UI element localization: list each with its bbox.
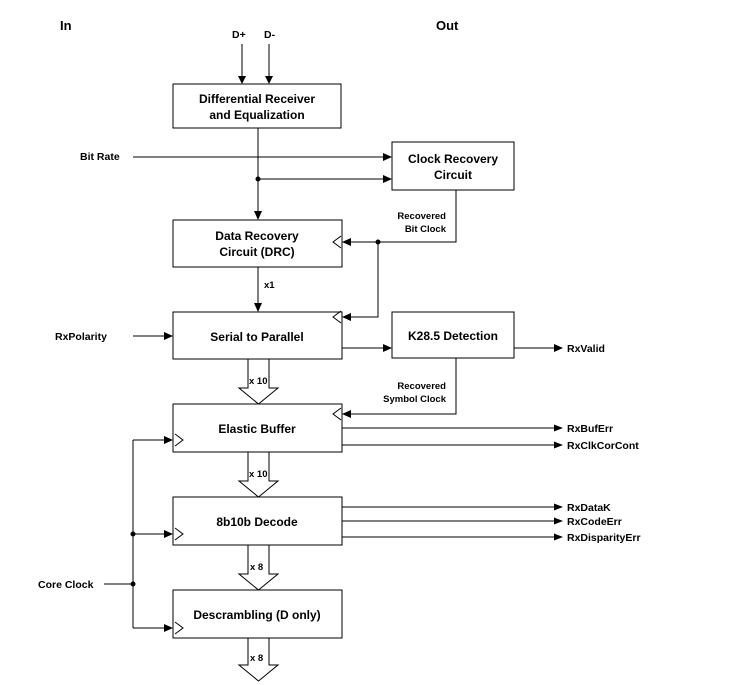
serial-to-parallel-block: Serial to Parallel xyxy=(172,310,343,360)
width-x8-label-1: x 8 xyxy=(250,562,263,573)
recovered-bit-clock-label-2: Bit Clock xyxy=(405,224,447,235)
header-out: Out xyxy=(436,18,459,33)
k285-detection-block: K28.5 Detection xyxy=(391,311,515,359)
input-d-minus: D- xyxy=(264,29,276,41)
differential-receiver-block: Differential Receiver and Equalization xyxy=(172,83,342,129)
input-bit-rate: Bit Rate xyxy=(80,151,120,163)
serial-to-k285-arrow xyxy=(342,344,392,352)
header-in: In xyxy=(60,18,72,33)
recovered-symbol-clock-label-1: Recovered xyxy=(397,381,446,392)
recovered-bit-clock-label-1: Recovered xyxy=(397,211,446,222)
width-x10-label-1: x 10 xyxy=(249,376,268,387)
tap-to-clock-recovery-arrow xyxy=(258,175,392,183)
rx-buf-err-arrow xyxy=(342,424,563,432)
core-clock-to-elastic-arrow xyxy=(133,436,173,444)
core-clock-junction-dot-2 xyxy=(130,581,136,587)
bit-clock-to-serial-arrow xyxy=(342,242,379,321)
recovered-symbol-clock-label-2: Symbol Clock xyxy=(383,394,447,405)
d-plus-arrow xyxy=(238,44,246,84)
receiver-to-drc-line xyxy=(254,128,262,220)
rx-clk-cor-cont-arrow xyxy=(342,441,563,449)
core-clock-line xyxy=(104,440,134,628)
width-x8-label-2: x 8 xyxy=(250,653,263,664)
input-core-clock: Core Clock xyxy=(38,579,94,591)
input-rx-polarity: RxPolarity xyxy=(55,331,107,343)
output-rx-data-k: RxDataK xyxy=(567,502,611,514)
clock-recovery-block: Clock Recovery Circuit xyxy=(391,141,515,191)
width-x10-label-2: x 10 xyxy=(249,469,268,480)
width-x1-label: x1 xyxy=(264,280,275,291)
drc-label-2: Circuit (DRC) xyxy=(219,245,294,259)
k285-detection-label: K28.5 Detection xyxy=(408,329,498,343)
differential-receiver-label-1: Differential Receiver xyxy=(199,92,315,106)
output-rx-clk-cor-cont: RxClkCorCont xyxy=(567,440,639,452)
rx-data-k-arrow xyxy=(342,503,563,511)
clock-recovery-label-1: Clock Recovery xyxy=(408,152,498,166)
elastic-buffer-label: Elastic Buffer xyxy=(218,422,296,436)
descrambling-label: Descrambling (D only) xyxy=(193,608,320,622)
drc-label-1: Data Recovery xyxy=(215,229,299,243)
serial-to-parallel-label: Serial to Parallel xyxy=(210,330,303,344)
bus-arrow-x10-serial-to-elastic xyxy=(237,358,280,405)
rx-disparity-err-arrow xyxy=(342,533,563,541)
rx-polarity-arrow xyxy=(133,332,173,340)
drc-to-serial-arrow xyxy=(254,267,262,312)
bit-rate-arrow xyxy=(133,153,392,161)
output-rx-buf-err: RxBufErr xyxy=(567,423,613,435)
bus-arrow-x10-elastic-to-decode xyxy=(237,451,280,498)
rx-code-err-arrow xyxy=(342,517,563,525)
core-clock-to-descrambling-arrow xyxy=(133,624,173,632)
recovered-symbol-clock-line xyxy=(342,358,457,418)
core-clock-to-decode-arrow xyxy=(133,530,173,538)
output-rx-code-err: RxCodeErr xyxy=(567,516,622,528)
bit-clock-to-drc-arrow xyxy=(342,238,378,246)
drc-block: Data Recovery Circuit (DRC) xyxy=(172,219,343,268)
output-rx-disparity-err: RxDisparityErr xyxy=(567,532,641,544)
output-rx-valid: RxValid xyxy=(567,343,605,355)
bus-arrow-x8-decode-to-descrambling xyxy=(237,544,280,591)
descrambling-block: Descrambling (D only) xyxy=(172,589,343,639)
input-d-plus: D+ xyxy=(232,29,246,41)
bus-arrow-x8-output xyxy=(237,637,280,682)
decode-label: 8b10b Decode xyxy=(216,515,298,529)
recovered-bit-clock-line xyxy=(378,190,457,243)
rx-valid-arrow xyxy=(514,344,563,352)
differential-receiver-label-2: and Equalization xyxy=(209,108,304,122)
decode-block: 8b10b Decode xyxy=(172,496,343,546)
clock-recovery-label-2: Circuit xyxy=(434,168,472,182)
d-minus-arrow xyxy=(265,44,273,84)
elastic-buffer-block: Elastic Buffer xyxy=(172,403,343,453)
